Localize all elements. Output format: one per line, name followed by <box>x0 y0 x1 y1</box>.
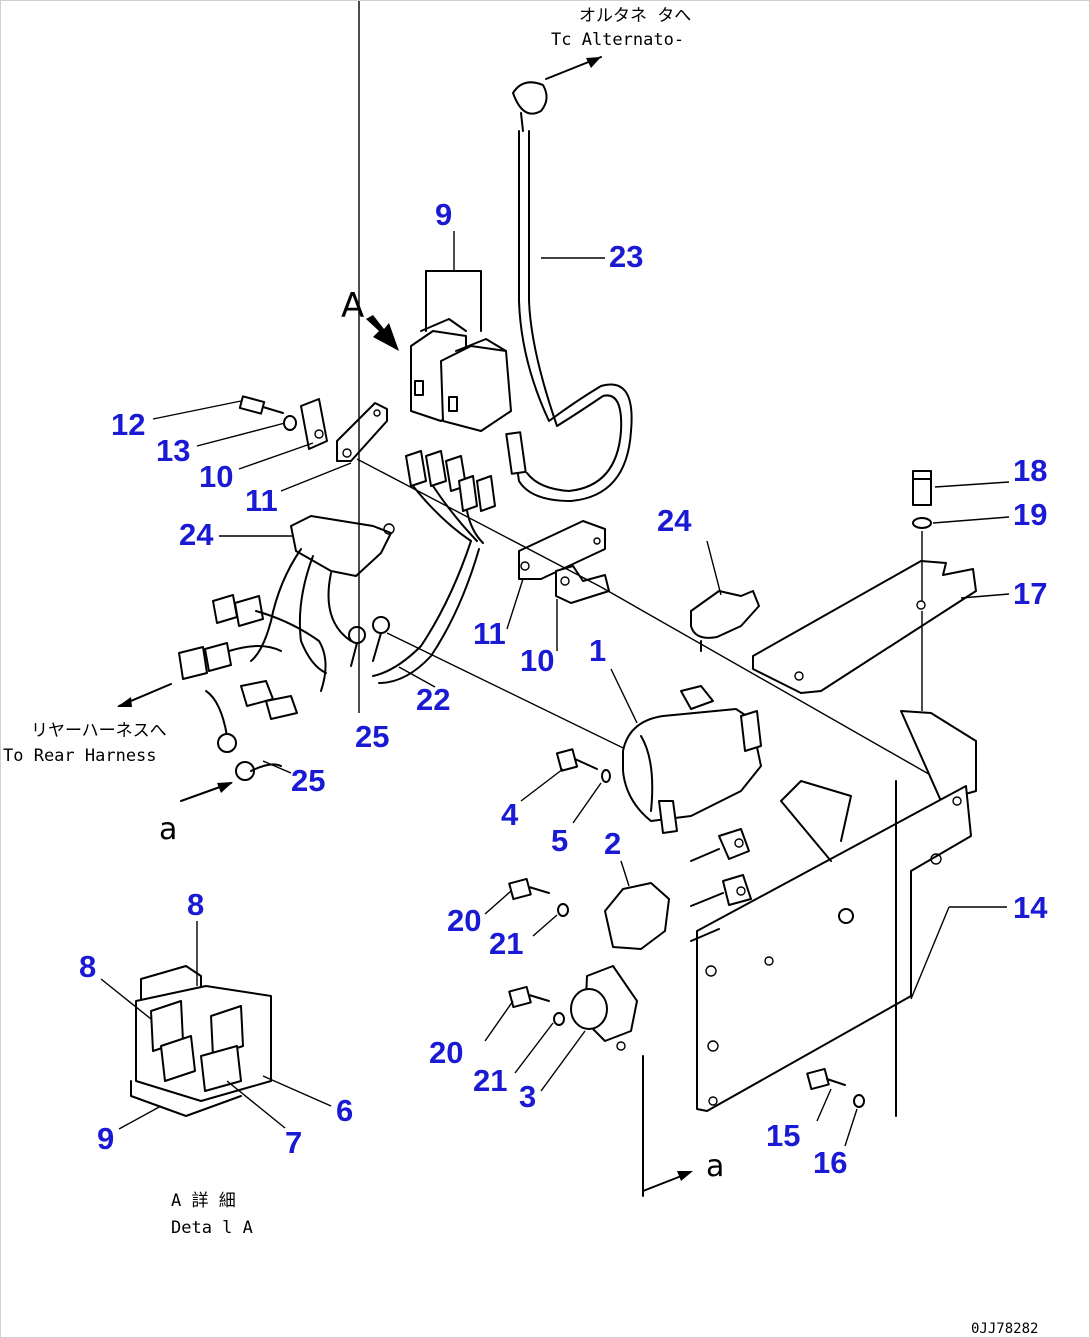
callout-5: 5 <box>551 823 568 858</box>
callout-18: 18 <box>1013 453 1047 488</box>
callout-10-lower: 10 <box>520 643 554 678</box>
panel-terminals <box>690 828 752 942</box>
callout-20-lower: 20 <box>429 1035 463 1070</box>
callout-1: 1 <box>589 633 606 668</box>
callout-leaders <box>100 1 1010 1147</box>
callout-11-lower: 11 <box>473 616 506 651</box>
battery-relay-1 <box>622 685 762 834</box>
document-number: 0JJ78282 <box>971 1321 1038 1337</box>
callout-11-upper: 11 <box>245 483 278 518</box>
callout-19: 19 <box>1013 497 1047 532</box>
callout-25-lower: 25 <box>291 763 325 798</box>
bolt-20-lower <box>508 985 565 1026</box>
callout-20-upper: 20 <box>447 903 481 938</box>
callout-14: 14 <box>1013 890 1048 925</box>
bolt-15-washer-16 <box>806 1067 865 1108</box>
bolt-4-washer-5 <box>555 748 611 783</box>
section-a-right-label: a <box>706 1149 724 1184</box>
callout-16: 16 <box>813 1145 847 1180</box>
callout-3: 3 <box>519 1079 536 1114</box>
callout-15: 15 <box>766 1118 800 1153</box>
callout-17: 17 <box>1013 576 1047 611</box>
bolt-20-upper <box>508 877 569 917</box>
upper-bracket-set <box>238 395 388 462</box>
callout-4: 4 <box>501 797 519 832</box>
detail-a-relay-block <box>130 965 272 1117</box>
callout-10-upper: 10 <box>199 459 233 494</box>
callout-8-top: 8 <box>187 887 204 922</box>
note-alternator-en: Tc Alternato- <box>551 30 684 50</box>
rear-harness <box>178 515 480 781</box>
elbow-connector-24 <box>690 590 760 652</box>
view-a-label: A <box>341 286 364 326</box>
terminal-bundle <box>405 450 496 544</box>
callout-7: 7 <box>285 1125 302 1160</box>
view-a-arrow <box>366 315 399 351</box>
component-2 <box>604 882 670 950</box>
callout-21-upper: 21 <box>489 926 523 961</box>
cover-plate-17 <box>752 470 977 711</box>
note-alternator-jp: オルタネ タへ <box>579 6 691 26</box>
callout-25-upper: 25 <box>355 719 389 754</box>
callout-6: 6 <box>336 1093 353 1128</box>
callout-13: 13 <box>156 433 190 468</box>
callout-9-top: 9 <box>435 197 452 232</box>
relay-9-pair <box>410 270 512 432</box>
lower-bracket-set <box>518 520 610 604</box>
arrow-rear-harness <box>117 697 132 707</box>
callout-8-left: 8 <box>79 949 96 984</box>
note-detail-a-jp: A 詳 細 <box>171 1191 236 1211</box>
note-rear-harness-jp: リヤーハーネスへ <box>31 721 167 741</box>
wire-23 <box>505 81 633 502</box>
callout-24-right: 24 <box>657 503 692 538</box>
callout-24-left: 24 <box>179 517 214 552</box>
callout-12: 12 <box>111 407 145 442</box>
callout-23: 23 <box>609 239 643 274</box>
callout-labels: 1 2 3 4 5 6 7 8 8 9 9 10 10 11 11 12 13 … <box>79 197 1048 1180</box>
section-a-left-label: a <box>159 812 177 847</box>
note-detail-a-en: Deta l A <box>171 1218 253 1238</box>
callout-22: 22 <box>416 682 450 717</box>
arrow-section-a-right <box>677 1171 693 1181</box>
callout-21-lower: 21 <box>473 1063 507 1098</box>
note-rear-harness-en: To Rear Harness <box>3 746 157 766</box>
assembly-line-2 <box>600 586 942 782</box>
component-3 <box>570 965 638 1051</box>
arrow-section-a-left <box>217 782 233 793</box>
callout-9-detail: 9 <box>97 1121 114 1156</box>
mounting-panel-14 <box>642 710 977 1197</box>
callout-2: 2 <box>604 826 621 861</box>
arrow-alternator <box>586 57 601 68</box>
assembly-line-1 <box>356 458 602 588</box>
